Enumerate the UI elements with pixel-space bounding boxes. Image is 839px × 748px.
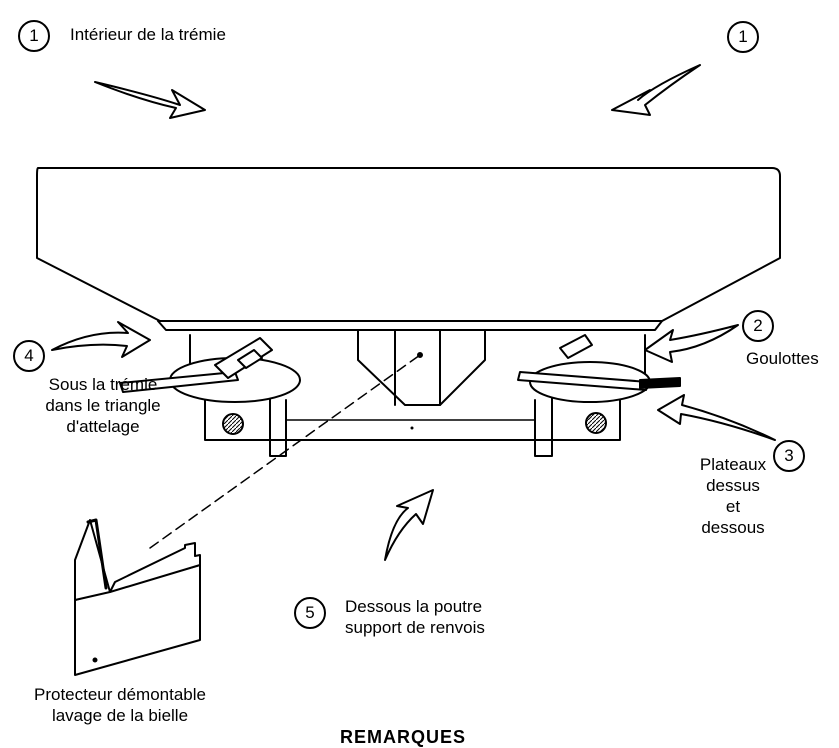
arrow-1-right (611, 64, 701, 116)
callout-2-number: 2 (742, 310, 774, 342)
hopper (36, 167, 781, 331)
arrow-3 (657, 394, 776, 441)
callout-1-left-number: 1 (18, 20, 50, 52)
left-bolt (222, 413, 244, 435)
section-title: REMARQUES (340, 727, 467, 747)
callout-4-label: Sous la trémie dans le triangle d'attela… (45, 375, 161, 436)
callout-5-label: Dessous la poutre support de renvois (345, 597, 485, 637)
callout-3-label: Plateaux dessus et dessous (699, 455, 767, 537)
protector-label: Protecteur démontable lavage de la biell… (34, 685, 206, 725)
callout-5-number: 5 (294, 597, 326, 629)
callout-3-number: 3 (773, 440, 805, 472)
callout-1-label: Intérieur de la trémie (70, 25, 226, 44)
arrow-1-left (94, 81, 206, 119)
left-disc (119, 337, 301, 403)
right-disc (517, 334, 681, 403)
arrow-2 (644, 324, 739, 363)
frame (189, 329, 646, 457)
protector-part (74, 518, 201, 676)
callout-4-number: 4 (13, 340, 45, 372)
arrow-4 (51, 321, 151, 358)
right-bolt (585, 412, 607, 434)
guide-line (149, 354, 421, 549)
callout-1-right-number: 1 (727, 21, 759, 53)
callout-2-label: Goulottes (746, 349, 819, 368)
arrow-5 (384, 489, 434, 561)
